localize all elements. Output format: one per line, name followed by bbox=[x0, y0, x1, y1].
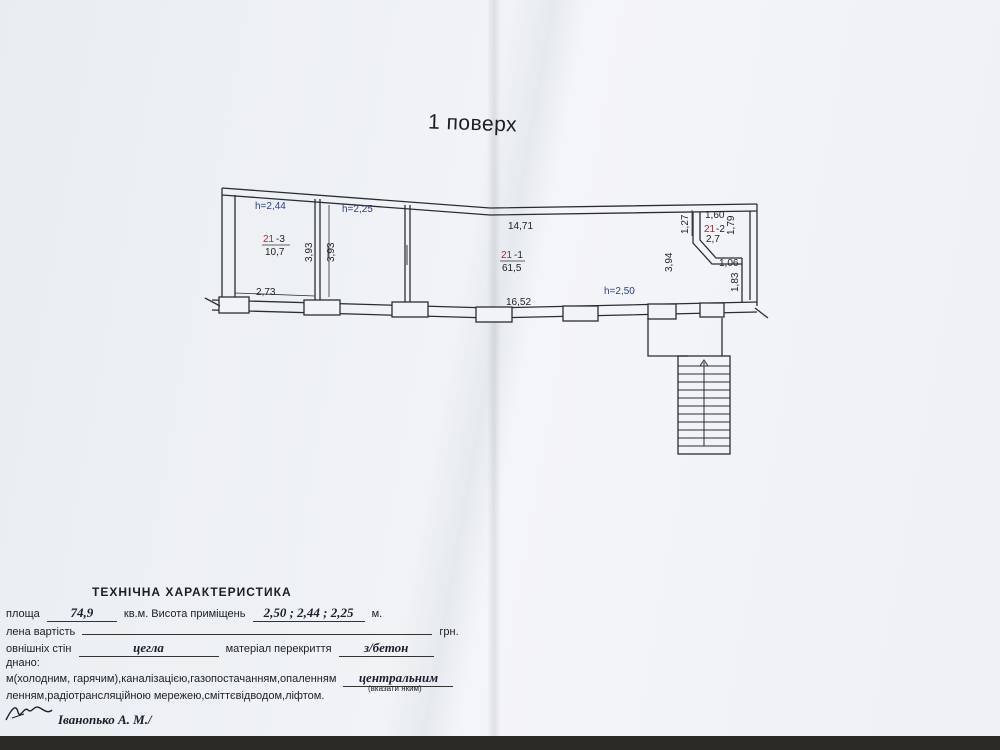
room2-number-prefix: 21 bbox=[704, 224, 716, 235]
room1-area: 61,5 bbox=[502, 263, 522, 274]
area-unit: кв.м. Висота приміщень bbox=[123, 608, 246, 620]
water-row: м(холодним, гарячим),каналізацією,газопо… bbox=[6, 670, 457, 687]
ceiling-value: з/бетон bbox=[338, 640, 434, 657]
room1-number-suffix: -1 bbox=[514, 250, 523, 261]
room2-dim-bottom: 1,06 bbox=[719, 258, 739, 269]
heating-value: центральним bbox=[343, 670, 454, 687]
walls-row: овнішніх стін цегла матеріал перекриття … bbox=[6, 640, 438, 657]
area-row: площа 74,9 кв.м. Висота приміщень 2,50 ;… bbox=[6, 605, 382, 622]
room-mid-height: h=2,25 bbox=[342, 204, 373, 215]
room-mid-depth: 3,93 bbox=[326, 242, 337, 262]
room2-dim-right: 1,79 bbox=[726, 215, 737, 235]
room3-height: h=2,44 bbox=[255, 201, 286, 212]
area-value: 74,9 bbox=[46, 605, 117, 622]
heights-value: 2,50 ; 2,44 ; 2,25 bbox=[252, 605, 365, 622]
room2-dim-left: 1,27 bbox=[680, 214, 691, 234]
room1-height: h=2,50 bbox=[604, 286, 635, 297]
cost-blank bbox=[82, 624, 433, 635]
radio-label: ленням,радіотрансляційною мережею,сміттє… bbox=[6, 690, 325, 702]
page-fold bbox=[487, 0, 501, 750]
room1-top-length: 14,71 bbox=[508, 221, 533, 232]
room3-number-suffix: -3 bbox=[276, 234, 285, 245]
room1-bottom-length: 16,52 bbox=[506, 297, 531, 308]
walls-value: цегла bbox=[78, 640, 219, 657]
signature bbox=[5, 706, 53, 721]
room2-dim-side: 1,83 bbox=[730, 272, 741, 292]
room1-number-prefix: 21 bbox=[501, 250, 513, 261]
room2-dim-top: 1,60 bbox=[705, 210, 725, 221]
equipped-label: днано: bbox=[6, 657, 40, 669]
room3-number-prefix: 21 bbox=[263, 234, 275, 245]
walls-label: овнішніх стін bbox=[6, 643, 72, 655]
ceiling-label: матеріал перекриття bbox=[225, 643, 332, 655]
water-label: м(холодним, гарячим),каналізацією,газопо… bbox=[6, 673, 337, 685]
heating-note: (вказати яким) bbox=[368, 684, 422, 693]
cost-unit: грн. bbox=[439, 626, 459, 638]
cost-row: лена вартість грн. bbox=[6, 624, 459, 638]
room1-depth: 3,94 bbox=[664, 252, 675, 272]
heights-unit: м. bbox=[371, 608, 383, 620]
room2-area: 2,7 bbox=[706, 234, 720, 245]
tech-heading: ТЕХНІЧНА ХАРАКТЕРИСТИКА bbox=[92, 585, 292, 599]
table-surface bbox=[0, 736, 1000, 750]
room2-number-suffix: -2 bbox=[716, 224, 725, 235]
signature-name: Іваноnько А. М./ bbox=[58, 712, 152, 727]
cost-label: лена вартість bbox=[6, 626, 76, 638]
room3-depth: 3,93 bbox=[304, 242, 315, 262]
room3-area: 10,7 bbox=[265, 247, 285, 258]
room3-width: 2,73 bbox=[256, 287, 276, 298]
area-label: площа bbox=[6, 608, 40, 620]
